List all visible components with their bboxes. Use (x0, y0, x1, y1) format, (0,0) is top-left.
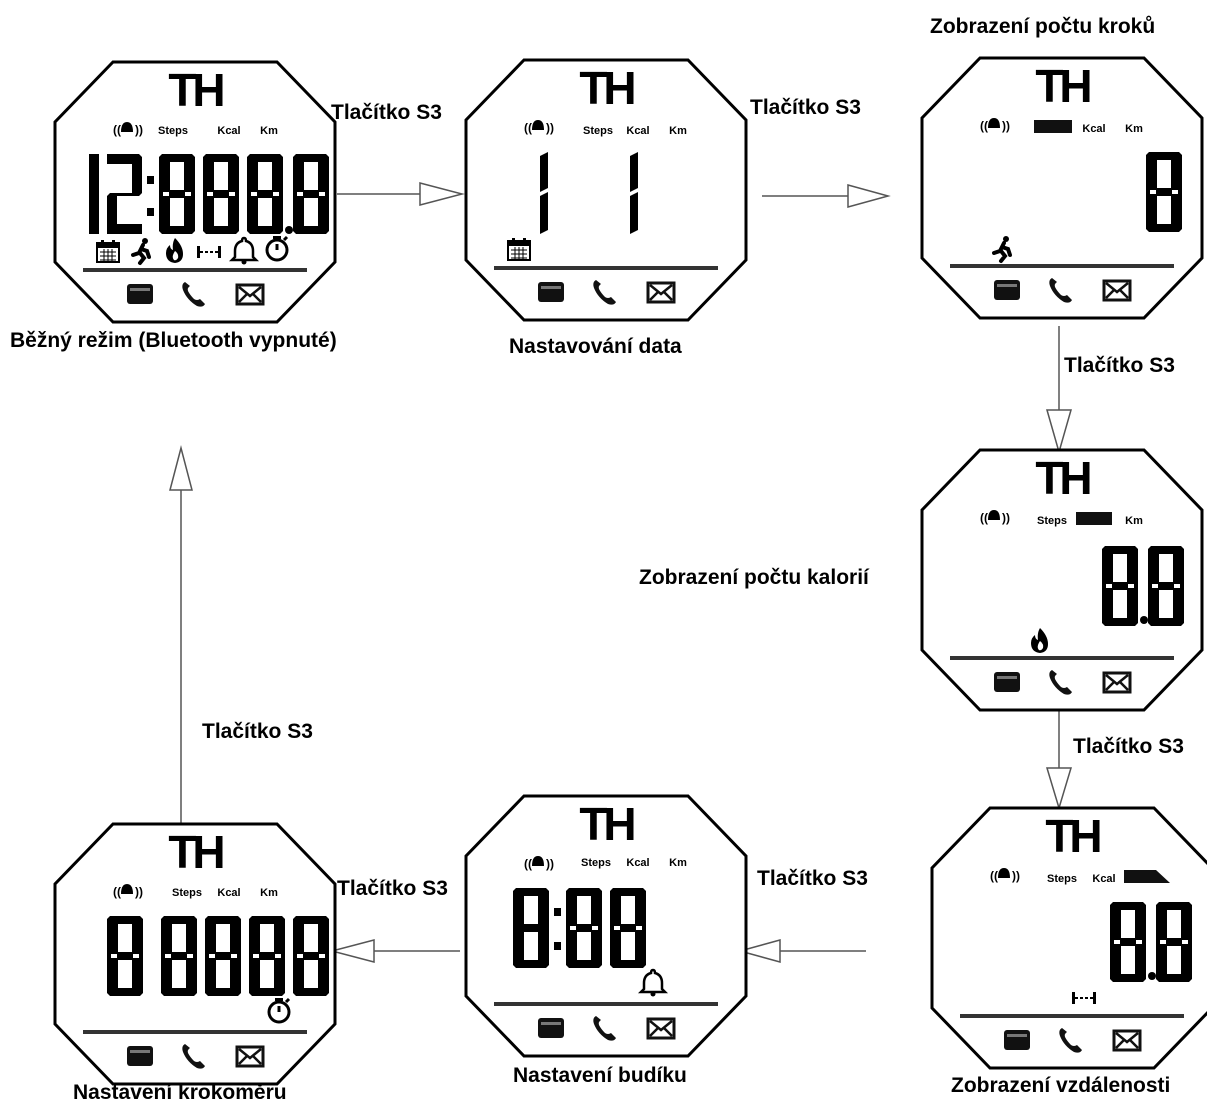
display-digits (89, 154, 329, 234)
display-digits (1110, 902, 1192, 982)
arrow-calories-to-distance (1045, 708, 1073, 811)
caption-distance-display: Zobrazení vzdálenosti (951, 1074, 1171, 1097)
arrow-alarm-to-pedometer (329, 939, 460, 963)
caption-steps-display: Zobrazení počtu kroků (930, 15, 1156, 38)
status-kcal: Kcal (1082, 123, 1105, 135)
display-digits (1102, 546, 1184, 626)
watch-alarm: Steps Kcal Km (464, 794, 748, 1058)
calendar-icon (96, 239, 120, 263)
status-steps: Steps (1047, 873, 1077, 885)
arrow-label-2: Tlačítko S3 (750, 96, 861, 119)
status-steps: Steps (581, 857, 611, 869)
status-km: Km (260, 887, 278, 899)
status-steps: Steps (583, 125, 613, 137)
status-km: Km (669, 857, 687, 869)
watch-calories: Steps Km (920, 448, 1204, 712)
status-km: Km (669, 125, 687, 137)
arrow-steps-to-calories (1046, 326, 1072, 455)
arrow-label-6: Tlačítko S3 (337, 877, 448, 900)
arrow-distance-to-alarm (737, 939, 866, 963)
calendar-icon (507, 237, 531, 261)
display-digits (513, 888, 646, 968)
caption-normal-mode: Běžný režim (Bluetooth vypnuté) (10, 329, 337, 352)
display-digits (540, 152, 638, 234)
arrow-label-3: Tlačítko S3 (1064, 354, 1175, 377)
status-km: Km (1125, 515, 1143, 527)
arrow-normal-to-date (337, 182, 465, 206)
watch-distance: Steps Kcal (930, 806, 1207, 1070)
display-digits (107, 916, 329, 996)
status-kcal: Kcal (217, 887, 240, 899)
arrow-pedometer-to-normal (169, 445, 193, 830)
watch-normal: Steps Kcal Km (53, 60, 337, 324)
caption-date-setting: Nastavování data (509, 335, 682, 358)
status-steps: Steps (1037, 515, 1067, 527)
status-kcal: Kcal (1092, 873, 1115, 885)
watch-date: Steps Kcal Km (464, 58, 748, 322)
status-steps: Steps (158, 125, 188, 137)
arrow-date-to-steps (762, 184, 891, 208)
caption-calories-display: Zobrazení počtu kalorií (639, 566, 869, 589)
status-kcal: Kcal (626, 125, 649, 137)
status-steps: Steps (172, 887, 202, 899)
watch-steps: Kcal Km (920, 56, 1204, 320)
status-km: Km (1125, 123, 1143, 135)
arrow-label-1: Tlačítko S3 (331, 101, 442, 124)
status-kcal: Kcal (217, 125, 240, 137)
status-km: Km (260, 125, 278, 137)
arrow-label-7: Tlačítko S3 (202, 720, 313, 743)
caption-alarm-setting: Nastavení budíku (513, 1064, 687, 1087)
arrow-label-4: Tlačítko S3 (1073, 735, 1184, 758)
caption-pedometer-setting: Nastavení krokoměru (73, 1081, 287, 1104)
status-kcal: Kcal (626, 857, 649, 869)
watch-pedometer: Steps Kcal Km (53, 822, 337, 1086)
arrow-label-5: Tlačítko S3 (757, 867, 868, 890)
display-digits (1146, 152, 1182, 232)
